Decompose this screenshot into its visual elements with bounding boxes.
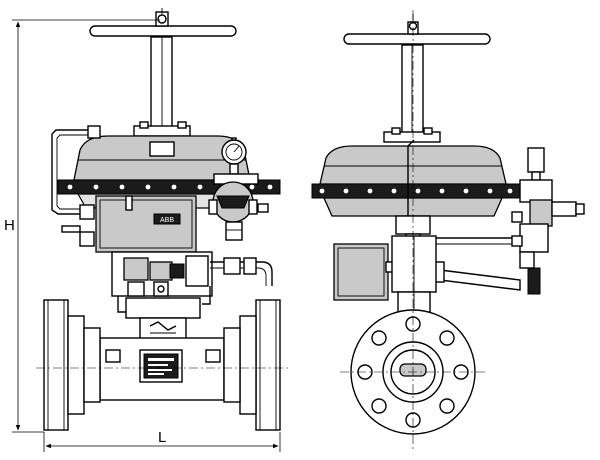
front-bonnet: [125, 297, 201, 341]
side-instrument-cluster: [511, 147, 585, 295]
dimension-l-label: L: [158, 429, 166, 446]
front-left-flange: [43, 299, 101, 431]
positioner-logo: ABB: [160, 217, 174, 224]
front-valve-body: [99, 337, 225, 401]
side-positioner: [333, 243, 399, 301]
front-right-flange: [223, 299, 281, 431]
dimension-h: H: [4, 19, 160, 433]
side-view: [311, 10, 585, 450]
front-view: ABB: [36, 8, 290, 431]
side-bracket: [431, 261, 521, 291]
side-actuator: [311, 145, 521, 235]
front-handwheel: [89, 8, 237, 37]
nameplate: [148, 358, 174, 375]
front-fittings: [111, 251, 273, 313]
dimension-h-label: H: [4, 217, 15, 234]
side-bonnet: [391, 235, 437, 317]
front-tubing: [51, 125, 101, 247]
front-regulator: [208, 173, 269, 241]
side-flange-bolts: [319, 188, 513, 194]
dimension-l: L: [43, 429, 281, 452]
front-positioner: ABB: [95, 195, 197, 253]
front-stem: [133, 36, 191, 137]
side-handwheel: [343, 14, 491, 45]
pressure-gauge-icon: [221, 137, 247, 175]
side-stem: [383, 44, 441, 143]
